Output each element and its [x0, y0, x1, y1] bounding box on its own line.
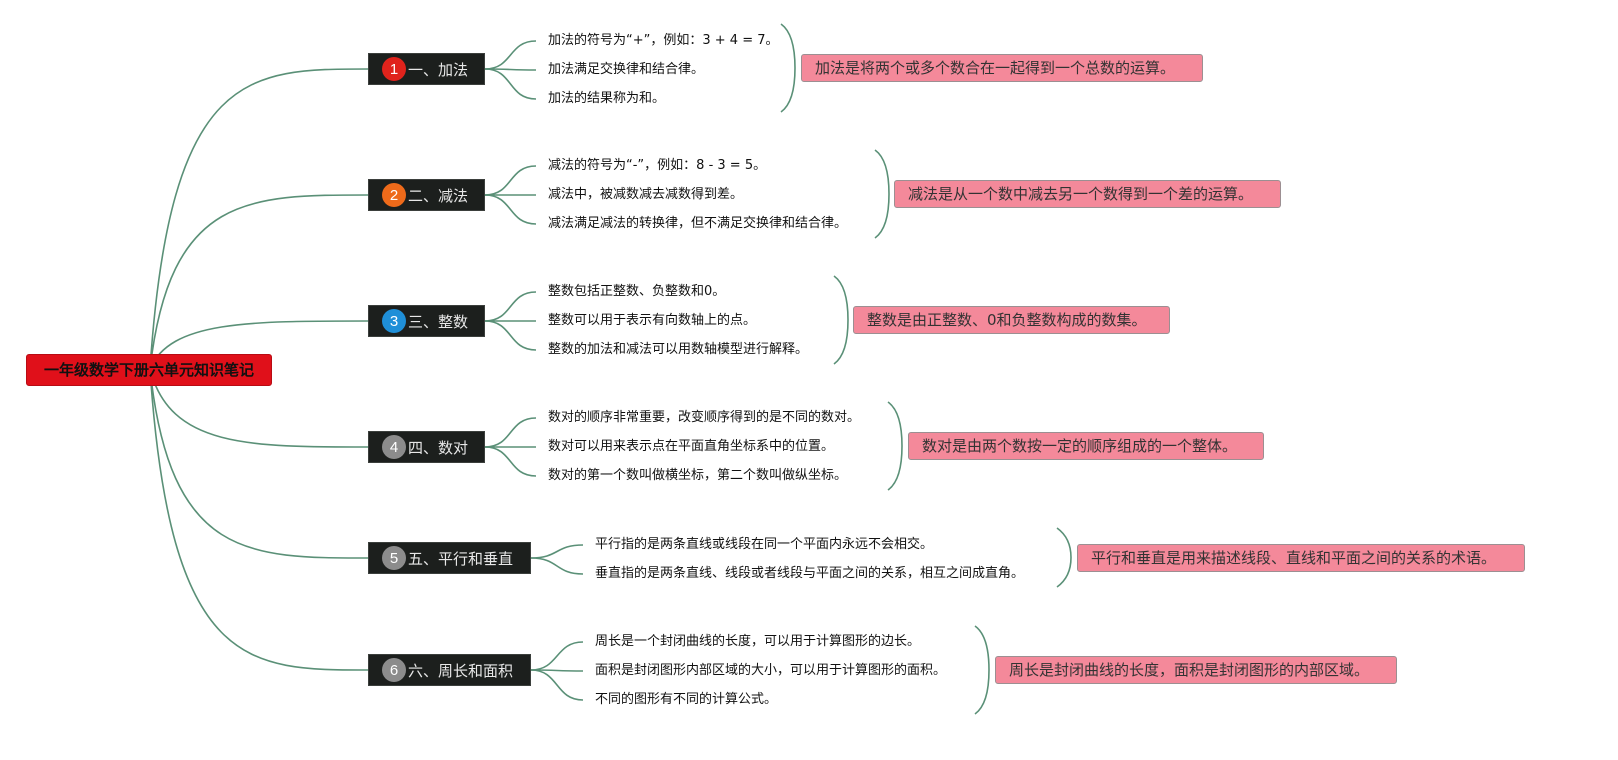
summary-topic[interactable]: 加法是将两个或多个数合在一起得到一个总数的运算。: [801, 54, 1203, 82]
root-to-branch-line: [149, 368, 369, 448]
leaf-note[interactable]: 减法中，被减数减去减数得到差。: [548, 187, 744, 202]
summary-topic[interactable]: 减法是从一个数中减去另一个数得到一个差的运算。: [894, 180, 1281, 208]
branch-title: 三、整数: [408, 312, 469, 331]
branch-title: 一、加法: [408, 60, 469, 79]
leaf-note[interactable]: 加法的符号为“+”，例如：3 + 4 = 7。: [548, 33, 779, 48]
root-to-branch-line: [149, 68, 369, 370]
leaf-note[interactable]: 数对可以用来表示点在平面直角坐标系中的位置。: [548, 439, 835, 454]
leaf-note[interactable]: 数对的第一个数叫做横坐标，第二个数叫做纵坐标。: [548, 468, 848, 483]
leaf-note[interactable]: 平行指的是两条直线或线段在同一个平面内永远不会相交。: [595, 537, 934, 552]
number-badge-icon: 2: [382, 183, 406, 207]
summary-brace: [780, 23, 796, 113]
leaf-note[interactable]: 垂直指的是两条直线、线段或者线段与平面之间的关系，相互之间成直角。: [595, 566, 1025, 581]
branch-to-leaf-line: [484, 40, 537, 70]
number-badge-icon: 3: [382, 309, 406, 333]
branch-title: 五、平行和垂直: [408, 549, 514, 568]
branch-to-leaf-line: [484, 291, 537, 322]
leaf-note[interactable]: 整数包括正整数、负整数和0。: [548, 284, 726, 299]
root-to-branch-line: [149, 368, 369, 671]
branch-to-leaf-line: [484, 194, 537, 225]
leaf-note[interactable]: 面积是封闭图形内部区域的大小，可以用于计算图形的面积。: [595, 663, 947, 678]
branch-to-leaf-line: [484, 417, 537, 448]
leaf-note[interactable]: 数对的顺序非常重要，改变顺序得到的是不同的数对。: [548, 410, 861, 425]
summary-brace: [974, 625, 990, 715]
summary-topic[interactable]: 整数是由正整数、0和负整数构成的数集。: [853, 306, 1170, 334]
summary-topic[interactable]: 周长是封闭曲线的长度，面积是封闭图形的内部区域。: [995, 656, 1397, 684]
branch-title: 四、数对: [408, 438, 469, 457]
number-badge-icon: 6: [382, 658, 406, 682]
leaf-note[interactable]: 减法的符号为“-”，例如：8 - 3 = 5。: [548, 158, 767, 173]
summary-topic[interactable]: 数对是由两个数按一定的顺序组成的一个整体。: [908, 432, 1264, 460]
branch-to-leaf-line: [484, 446, 537, 477]
number-badge-icon: 5: [382, 546, 406, 570]
summary-topic[interactable]: 平行和垂直是用来描述线段、直线和平面之间的关系的术语。: [1077, 543, 1525, 572]
branch-to-leaf-line: [484, 165, 537, 196]
number-badge-icon: 4: [382, 435, 406, 459]
leaf-note[interactable]: 整数的加法和减法可以用数轴模型进行解释。: [548, 342, 809, 357]
leaf-note[interactable]: 减法满足减法的转换律，但不满足交换律和结合律。: [548, 216, 848, 231]
leaf-note[interactable]: 加法的结果称为和。: [548, 91, 666, 106]
branch-title: 二、减法: [408, 186, 469, 205]
branch-title: 六、周长和面积: [408, 661, 514, 680]
branch-to-leaf-line: [484, 320, 537, 351]
branch-to-leaf-line: [484, 68, 537, 100]
branch-to-leaf-line: [530, 544, 584, 559]
leaf-note[interactable]: 整数可以用于表示有向数轴上的点。: [548, 313, 757, 328]
number-badge-icon: 1: [382, 57, 406, 81]
leaf-note[interactable]: 不同的图形有不同的计算公式。: [595, 692, 778, 707]
root-topic[interactable]: 一年级数学下册六单元知识笔记: [26, 354, 272, 386]
branch-to-leaf-line: [530, 641, 584, 671]
branch-to-leaf-line: [530, 669, 584, 701]
root-to-branch-line: [149, 194, 369, 370]
summary-brace: [1056, 527, 1072, 588]
summary-brace: [874, 149, 890, 239]
leaf-note[interactable]: 周长是一个封闭曲线的长度，可以用于计算图形的边长。: [595, 634, 921, 649]
root-to-branch-line: [149, 320, 369, 370]
root-to-branch-line: [149, 368, 369, 559]
summary-brace: [887, 401, 903, 491]
leaf-note[interactable]: 加法满足交换律和结合律。: [548, 62, 705, 77]
branch-to-leaf-line: [530, 557, 584, 575]
summary-brace: [833, 275, 849, 365]
